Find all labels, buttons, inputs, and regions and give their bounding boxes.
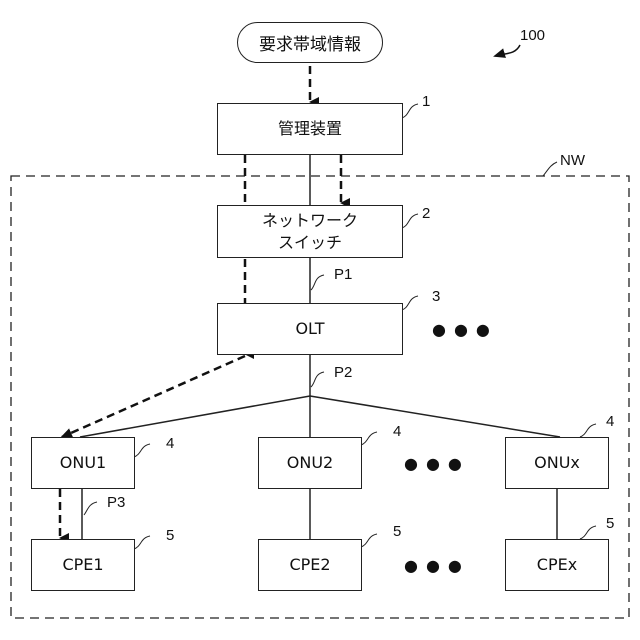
management-device: 管理装置 xyxy=(217,103,403,155)
switch-label-line2: スイッチ xyxy=(278,232,342,254)
cpex-label: CPEx xyxy=(537,554,577,576)
port-p2: P2 xyxy=(334,364,352,381)
dashed-arrow-olt-to-onu1 xyxy=(62,356,245,437)
onu2-label: ONU2 xyxy=(287,452,333,474)
link-splitter-onux xyxy=(310,396,560,437)
ref-cpe2: 5 xyxy=(393,523,401,540)
ref-leader-p2 xyxy=(311,372,324,387)
ref-leader-cpe1 xyxy=(134,536,150,549)
manager-label: 管理装置 xyxy=(278,118,342,140)
ellipsis-onu: ●●● xyxy=(404,454,470,474)
onu1: ONU1 xyxy=(31,437,135,489)
ref-leader-p3 xyxy=(84,502,97,515)
cpex: CPEx xyxy=(505,539,609,591)
figure-ref-label: 100 xyxy=(520,27,545,44)
link-splitter-onu1 xyxy=(80,396,310,437)
input-bandwidth-info: 要求帯域情報 xyxy=(237,22,383,63)
ref-2: 2 xyxy=(422,205,430,222)
input-label: 要求帯域情報 xyxy=(259,30,361,55)
ref-onu1: 4 xyxy=(166,435,174,452)
onux-label: ONUx xyxy=(534,452,580,474)
cpe1: CPE1 xyxy=(31,539,135,591)
ref-leader-1 xyxy=(402,104,418,118)
nw-label: NW xyxy=(560,152,585,169)
olt: OLT xyxy=(217,303,403,355)
onu1-label: ONU1 xyxy=(60,452,106,474)
ref-onux: 4 xyxy=(606,413,614,430)
ref-1: 1 xyxy=(422,93,430,110)
cpe1-label: CPE1 xyxy=(62,554,103,576)
network-switch: ネットワーク スイッチ xyxy=(217,205,403,258)
nw-leader xyxy=(543,162,557,176)
ref-onu2: 4 xyxy=(393,423,401,440)
ref-leader-2 xyxy=(402,214,418,228)
ref-cpex: 5 xyxy=(606,515,614,532)
switch-label-line1: ネットワーク xyxy=(262,210,358,232)
onux: ONUx xyxy=(505,437,609,489)
port-p1: P1 xyxy=(334,266,352,283)
ref-cpe1: 5 xyxy=(166,527,174,544)
ref-leader-onu2 xyxy=(361,432,377,445)
ref-3: 3 xyxy=(432,288,440,305)
cpe2-label: CPE2 xyxy=(289,554,330,576)
olt-label: OLT xyxy=(295,318,324,340)
figure-ref-arrow xyxy=(495,45,520,56)
ref-leader-cpex xyxy=(580,526,596,539)
ref-leader-p1 xyxy=(311,275,324,290)
ref-leader-onux xyxy=(580,424,596,437)
ref-leader-3 xyxy=(402,296,418,310)
onu2: ONU2 xyxy=(258,437,362,489)
ref-leader-onu1 xyxy=(134,444,150,457)
ref-leader-cpe2 xyxy=(361,534,377,547)
cpe2: CPE2 xyxy=(258,539,362,591)
port-p3: P3 xyxy=(107,494,125,511)
ellipsis-cpe: ●●● xyxy=(404,556,470,576)
ellipsis-olt: ●●● xyxy=(432,320,498,340)
